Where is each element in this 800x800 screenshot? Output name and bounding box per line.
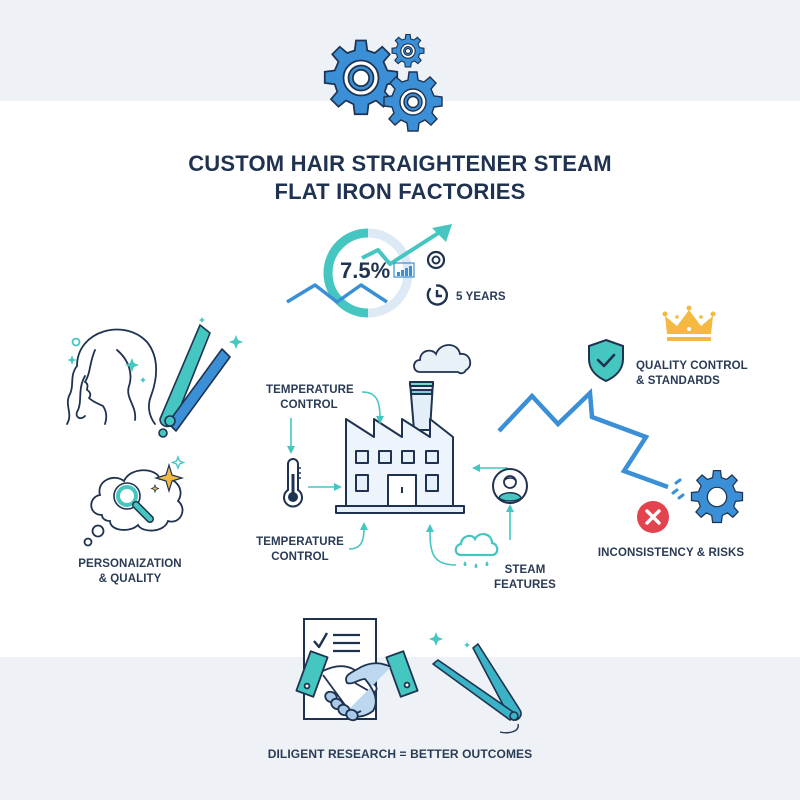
gears-icon bbox=[323, 33, 443, 132]
factory-icon bbox=[335, 381, 465, 514]
handshake-icon bbox=[295, 650, 419, 722]
shield-check-icon bbox=[588, 338, 624, 383]
zigzag-line-icon bbox=[497, 388, 685, 500]
page-title: CUSTOM HAIR STRAIGHTENER STEAM FLAT IRON… bbox=[150, 150, 650, 206]
sparkle-icon bbox=[150, 455, 186, 494]
error-x-icon bbox=[637, 501, 669, 533]
worker-avatar-icon bbox=[492, 468, 528, 504]
trend-line-blue-icon bbox=[286, 283, 388, 304]
magnifier-icon bbox=[113, 482, 154, 523]
inconsistency-risks-label: INCONSISTENCY & RISKS bbox=[597, 547, 745, 559]
duration-label: 5 YEARS bbox=[456, 291, 506, 303]
bottom-caption: DILIGENT RESEARCH = BETTER OUTCOMES bbox=[267, 747, 533, 761]
steam-features-label: STEAM FEATURES bbox=[494, 564, 556, 591]
temperature-control-bottom-label: TEMPERATURE CONTROL bbox=[256, 536, 344, 563]
title-line-1: CUSTOM HAIR STRAIGHTENER STEAM bbox=[188, 151, 612, 176]
personalization-label: PERSONAIZATION & QUALITY bbox=[78, 558, 182, 585]
flat-iron-icon-bottom bbox=[429, 632, 522, 734]
quality-control-label: QUALITY CONTROL & STANDARDS bbox=[636, 360, 748, 387]
crown-icon bbox=[662, 305, 716, 341]
flat-iron-icon bbox=[158, 317, 243, 438]
woman-hair-profile-icon bbox=[66, 328, 158, 425]
trend-up-arrow-icon bbox=[361, 224, 452, 266]
temperature-control-top-label: TEMPERATURE CONTROL bbox=[266, 384, 354, 411]
growth-percentage: 7.5% bbox=[340, 258, 391, 283]
smoke-cloud-icon bbox=[413, 344, 472, 375]
clock-icon bbox=[426, 284, 449, 306]
gear-icon bbox=[690, 469, 744, 524]
steam-cloud-icon bbox=[454, 533, 499, 568]
title-line-2: FLAT IRON FACTORIES bbox=[274, 179, 526, 204]
bar-chart-icon bbox=[393, 262, 415, 278]
thermometer-icon bbox=[283, 458, 303, 508]
target-icon bbox=[426, 250, 446, 270]
